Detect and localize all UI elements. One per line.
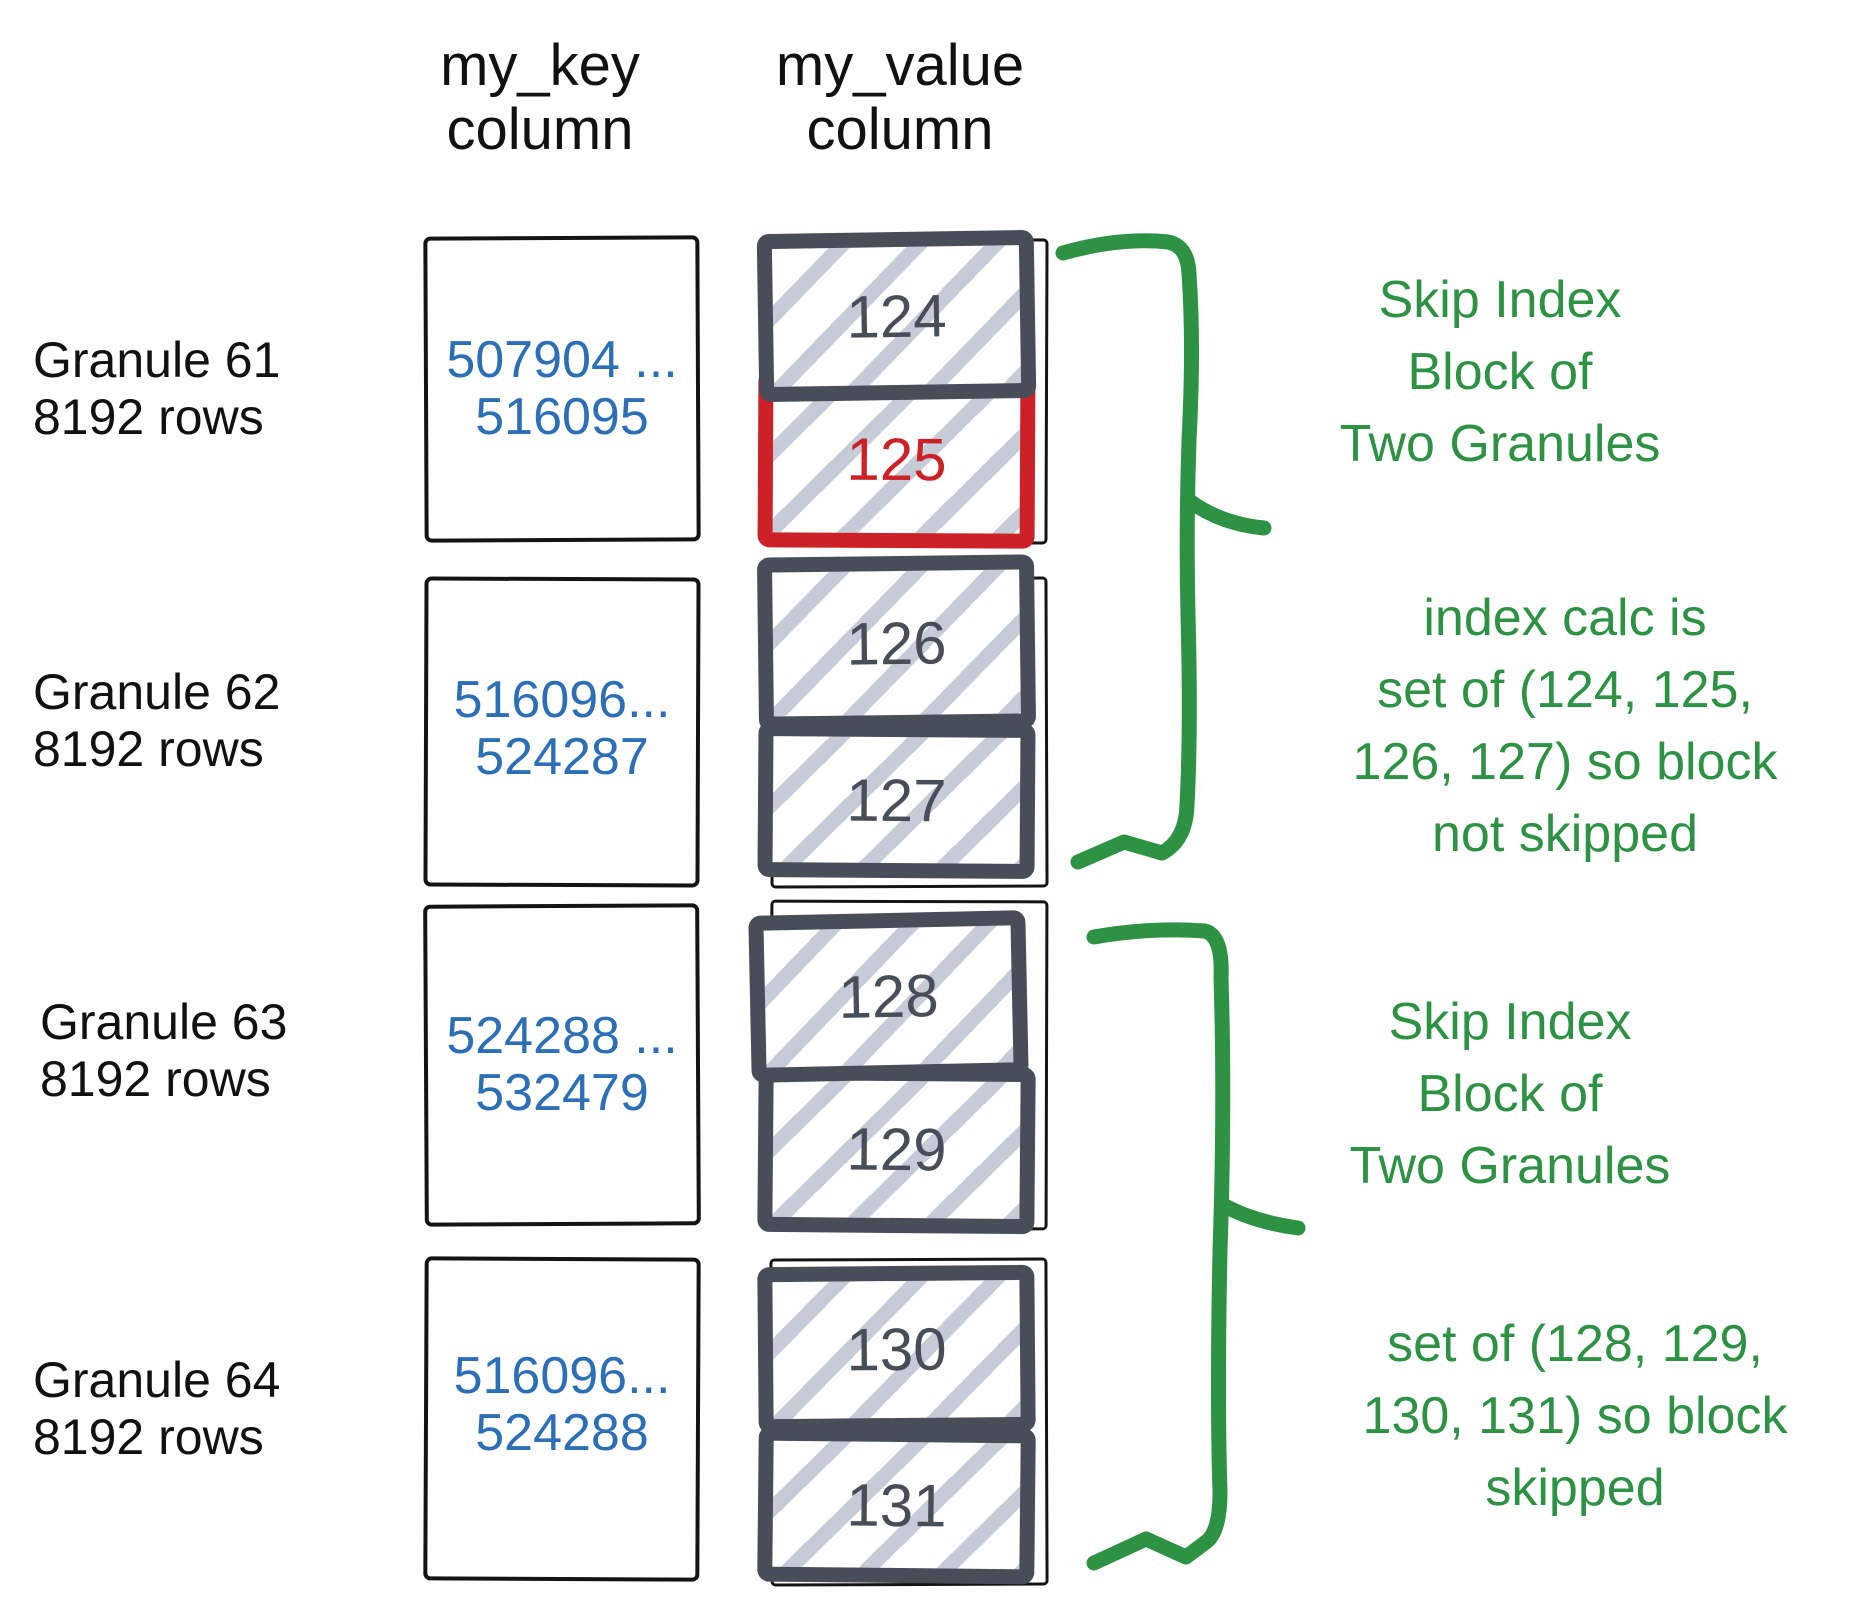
key-max: 524287 [475,728,649,786]
annotation-line: 130, 131) so block [1362,1387,1788,1445]
key-min: 507904 ... [446,331,678,389]
value-block-126: 126 [756,554,1037,732]
annotation-line: Block of [1417,1065,1603,1123]
key-min: 516096... [453,671,671,729]
value-header-line2: column [806,97,994,162]
key-column-header: my_key column [370,34,710,162]
granule-name: Granule 61 [33,332,281,388]
granule-rows: 8192 rows [33,389,264,445]
block-number: 131 [846,1470,947,1540]
annotation-line: set of (124, 125, [1377,661,1753,719]
granule-63-label: Granule 63 8192 rows [40,994,287,1108]
granule-rows: 8192 rows [33,721,264,777]
granule-61-label: Granule 61 8192 rows [33,332,280,446]
value-header-line1: my_value [775,33,1025,98]
annotation-skip-block-2: Skip Index Block of Two Granules [1260,986,1760,1202]
key-header-line1: my_key [440,33,640,98]
key-range-granule-62: 516096... 524287 [424,672,700,786]
key-min: 524288 ... [446,1007,678,1065]
block-number: 130 [846,1315,947,1384]
annotation-line: Two Granules [1349,1137,1671,1195]
annotation-line: 126, 127) so block [1352,733,1778,791]
key-min: 516096... [453,1347,671,1405]
key-max: 532479 [475,1064,649,1122]
brace-granules-61-62 [1055,233,1199,870]
block-number: 126 [846,608,947,678]
granule-64-label: Granule 64 8192 rows [33,1352,280,1466]
key-range-granule-64: 516096... 524288 [424,1348,700,1462]
value-block-128: 128 [748,910,1029,1083]
granule-62-label: Granule 62 8192 rows [33,664,280,778]
annotation-line: Two Granules [1339,415,1661,473]
key-max: 524288 [475,1404,649,1462]
granule-name: Granule 64 [33,1352,281,1408]
block-number: 129 [846,1115,947,1184]
annotation-line: Skip Index [1378,271,1622,329]
value-column-header: my_value column [745,34,1055,162]
brace-tick-upper [1183,494,1272,536]
value-block-127: 127 [757,721,1036,879]
annotation-line: skipped [1485,1459,1665,1517]
brace-tick-lower [1215,1197,1306,1236]
block-number: 125 [846,425,947,493]
value-block-129: 129 [757,1064,1036,1235]
granule-rows: 8192 rows [33,1409,264,1465]
value-block-124: 124 [756,229,1037,403]
annotation-skipped: set of (128, 129, 130, 131) so block ski… [1305,1308,1845,1524]
annotation-line: index calc is [1423,589,1707,647]
key-max: 516095 [475,388,649,446]
granule-rows: 8192 rows [40,1051,271,1107]
annotation-line: not skipped [1432,805,1698,863]
granule-name: Granule 62 [33,664,281,720]
value-block-130: 130 [757,1264,1036,1435]
annotation-skip-block-1: Skip Index Block of Two Granules [1250,264,1750,480]
annotation-line: Skip Index [1388,993,1632,1051]
annotation-line: set of (128, 129, [1387,1315,1763,1373]
annotation-not-skipped: index calc is set of (124, 125, 126, 127… [1295,582,1835,870]
value-block-131: 131 [757,1425,1036,1585]
block-number: 128 [837,961,940,1032]
key-range-granule-61: 507904 ... 516095 [424,332,700,446]
key-header-line2: column [446,97,634,162]
key-range-granule-63: 524288 ... 532479 [424,1008,700,1122]
block-number: 124 [845,281,948,351]
granule-name: Granule 63 [40,994,288,1050]
annotation-line: Block of [1407,343,1593,401]
brace-granules-63-64 [1086,922,1231,1571]
block-number: 127 [846,766,947,834]
